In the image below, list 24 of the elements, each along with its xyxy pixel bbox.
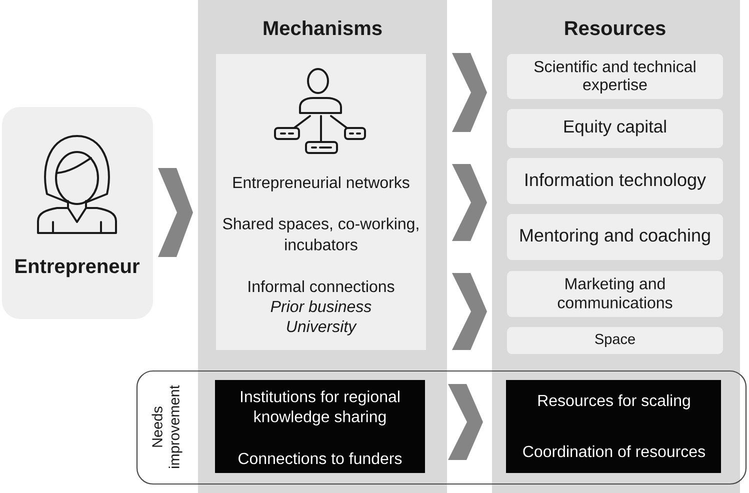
panel-text: Resources for scaling: [538, 394, 690, 410]
chevron-arrow: [158, 168, 193, 257]
list-item: Shared spaces, co-working, incubators: [223, 218, 418, 250]
column-heading: Resources: [565, 21, 666, 36]
column-heading: Mechanisms: [264, 20, 382, 36]
list-item: Entrepreneurial networks: [233, 176, 410, 192]
panel-text: Institutions for regional knowledge sharing: [241, 390, 400, 426]
chevron-arrow: [452, 53, 487, 132]
resource-box: Space: [507, 327, 723, 354]
list-item: Informal connections: [248, 280, 394, 292]
resource-box: Information technology: [507, 158, 723, 204]
row-label: Needs improvement: [152, 385, 182, 468]
chevron-arrow: [452, 164, 487, 241]
resource-box: Equity capital: [507, 109, 723, 148]
resource-box: Marketing and communications: [507, 271, 723, 317]
resource-box: Scientific and technical expertise: [507, 54, 723, 99]
panel-text: Coordination of resources: [523, 445, 705, 458]
chevron-arrow: [448, 384, 483, 460]
chevron-arrow: [452, 273, 487, 350]
list-item: Prior business: [270, 300, 372, 312]
list-item: University: [287, 320, 357, 336]
resource-box: Mentoring and coaching: [507, 214, 723, 260]
panel-text: Connections to funders: [238, 452, 402, 464]
profile-card: Entrepreneur: [2, 107, 153, 319]
